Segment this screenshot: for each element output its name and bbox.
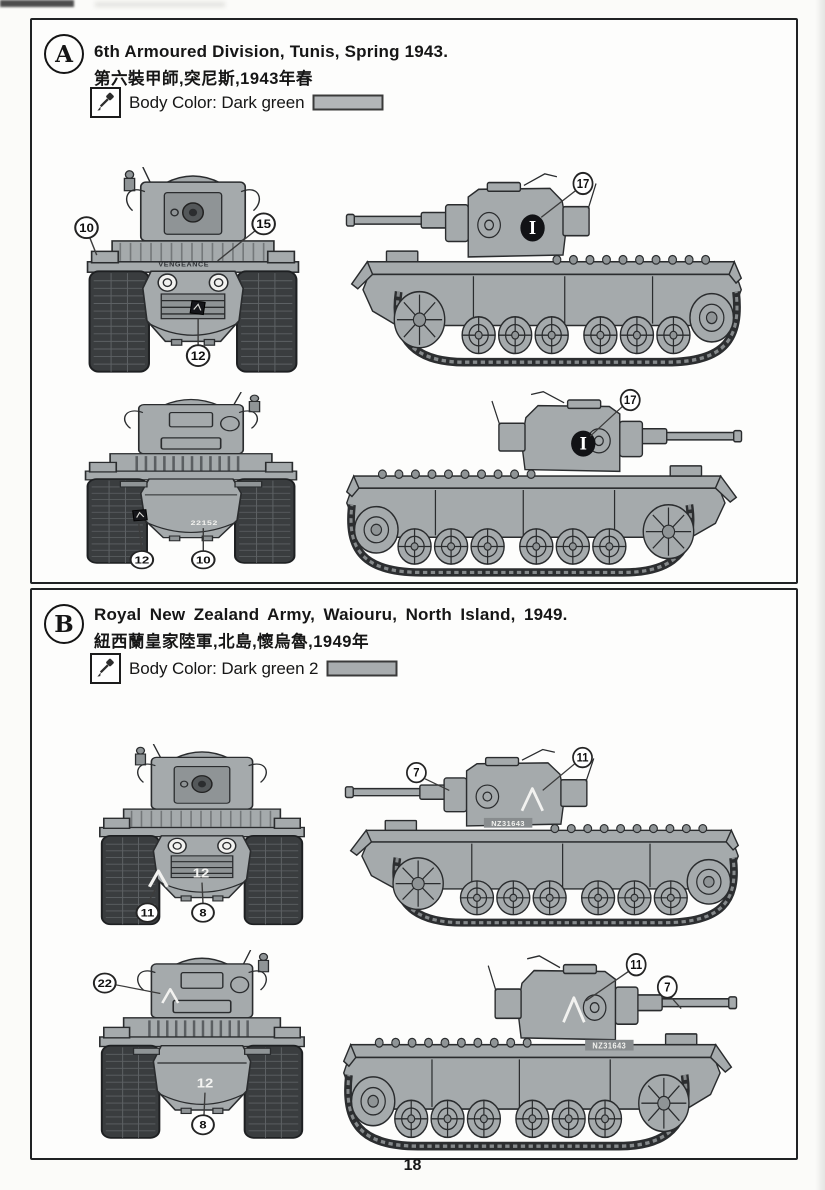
svg-text:7: 7 <box>664 980 671 995</box>
callout-15: 15 <box>217 212 276 262</box>
callout-11: 11 <box>585 952 647 1002</box>
section-letter-badge: A <box>44 34 84 74</box>
tank-name-marking: VENGEANCE <box>158 262 209 269</box>
svg-text:22: 22 <box>98 977 113 990</box>
white-triangle-marking <box>147 869 169 888</box>
screwdriver-icon <box>90 87 121 118</box>
tank-side-view-b2: NZ31643 11 7 <box>342 952 740 1152</box>
section-title: 6th Armoured Division, Tunis, Spring 194… <box>94 42 449 61</box>
callout-11: 11 <box>542 746 593 791</box>
page-edge-shadow <box>815 0 825 1190</box>
section-title: Royal New Zealand Army, Waiouru, North I… <box>94 605 568 624</box>
svg-text:I: I <box>580 434 587 454</box>
svg-text:12: 12 <box>134 554 149 566</box>
rear-number-marking: 12 <box>197 1075 214 1090</box>
svg-text:15: 15 <box>256 217 271 231</box>
svg-text:10: 10 <box>196 554 211 566</box>
scan-artifact <box>95 2 225 7</box>
section-title-chinese: 紐西蘭皇家陸軍,北島,懷烏魯,1949年 <box>94 633 369 651</box>
callout-12: 12 <box>129 523 155 570</box>
svg-text:11: 11 <box>577 752 590 764</box>
tank-side-view-b1: NZ31643 7 11 <box>342 746 740 928</box>
svg-text:10: 10 <box>79 220 94 234</box>
section-letter: B <box>54 610 74 638</box>
svg-text:7: 7 <box>413 768 419 780</box>
page-number: 18 <box>403 1157 422 1174</box>
unit-badge-marking <box>189 300 206 316</box>
svg-text:8: 8 <box>199 1118 206 1131</box>
body-color-row: Body Color: Dark green <box>90 87 384 118</box>
svg-text:12: 12 <box>191 348 206 362</box>
tank-rear-view-b: 12 22 8 <box>92 950 306 1140</box>
callout-17: 17 <box>589 388 641 437</box>
callout-7: 7 <box>656 975 682 1010</box>
front-number-marking: 12 <box>193 867 210 881</box>
turret-roundel-marking: I <box>520 214 545 242</box>
body-color-row: Body Color: Dark green 2 <box>90 653 398 684</box>
callout-12: 12 <box>185 318 211 367</box>
hull-serial-marking: NZ31643 <box>585 1039 634 1051</box>
white-triangle-marking <box>161 988 180 1004</box>
svg-text:NZ31643: NZ31643 <box>491 819 525 828</box>
callout-22: 22 <box>92 972 161 995</box>
callout-10: 10 <box>74 216 99 256</box>
white-triangle-marking <box>520 787 544 812</box>
svg-text:8: 8 <box>199 906 207 919</box>
scan-artifact <box>0 0 74 7</box>
screwdriver-icon <box>90 653 121 684</box>
tank-front-view-b: 12 11 8 <box>98 744 306 926</box>
svg-text:I: I <box>529 217 536 238</box>
callout-7: 7 <box>406 761 450 791</box>
svg-text:17: 17 <box>624 394 637 407</box>
tank-side-view-a2: I 17 <box>345 388 745 578</box>
svg-text:17: 17 <box>577 176 590 191</box>
color-swatch <box>312 94 384 111</box>
body-color-label: Body Color: Dark green <box>129 92 305 112</box>
callout-10: 10 <box>191 528 216 570</box>
section-letter: A <box>55 40 73 68</box>
section-letter-badge: B <box>44 604 84 644</box>
svg-text:11: 11 <box>141 906 155 919</box>
callout-17: 17 <box>540 171 594 218</box>
white-triangle-marking <box>562 996 586 1023</box>
svg-text:11: 11 <box>630 957 642 972</box>
callout-11: 11 <box>135 889 160 923</box>
tank-rear-view-a: 22152 12 10 <box>84 392 298 570</box>
svg-text:NZ31643: NZ31643 <box>592 1041 626 1051</box>
rear-serial-marking: 22152 <box>191 519 218 527</box>
section-title-chinese: 第六裝甲師,突尼斯,1943年春 <box>94 70 313 88</box>
unit-badge-marking <box>132 509 148 522</box>
tank-front-view-a: VENGEANCE 10 15 12 <box>74 167 300 373</box>
hull-serial-marking: NZ31643 <box>483 817 533 828</box>
callout-8: 8 <box>191 1092 215 1136</box>
tank-side-view-a1: I 17 <box>343 170 743 368</box>
color-swatch <box>326 660 398 677</box>
turret-roundel-marking: I <box>571 430 596 457</box>
callout-8: 8 <box>191 882 215 923</box>
body-color-label: Body Color: Dark green 2 <box>129 658 319 678</box>
